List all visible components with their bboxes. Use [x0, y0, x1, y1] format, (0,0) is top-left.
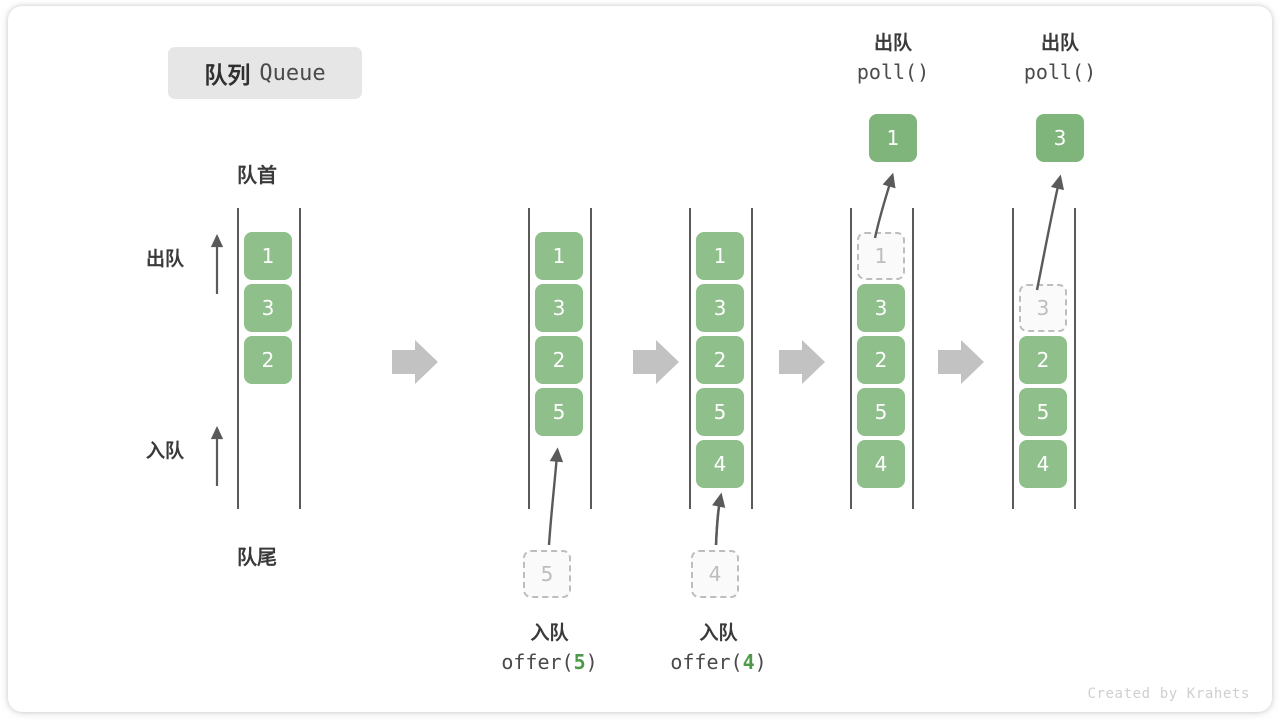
- queue-cell: 1: [244, 232, 292, 280]
- dequeue-side-label: 出队: [146, 248, 185, 270]
- offer4-caption-code: offer(4): [670, 649, 767, 674]
- offer5-caption: 入队 offer(5): [472, 620, 627, 677]
- title-chinese: 队列: [204, 63, 251, 89]
- queue-head-label: 队首: [237, 163, 277, 187]
- queue-cell: 4: [857, 440, 905, 488]
- rail-right-col1: [299, 208, 301, 509]
- outgoing-ghost-cell: 3: [1019, 284, 1067, 332]
- flow-arrow-3: [779, 340, 825, 384]
- rail-left-col1: [237, 208, 239, 509]
- queue-cell: 5: [1019, 388, 1067, 436]
- credit-text: Created by Krahets: [1087, 686, 1250, 702]
- flow-arrow-2: [633, 340, 679, 384]
- offer4-insert-arrow: [712, 492, 726, 546]
- queue-cell: 1: [535, 232, 583, 280]
- queue-cell: 2: [1019, 336, 1067, 384]
- queue-cell: 2: [696, 336, 744, 384]
- incoming-ghost-cell: 5: [523, 550, 571, 598]
- rail-right-col2: [590, 208, 592, 509]
- poll2-caption-code: poll(): [1023, 59, 1097, 84]
- incoming-ghost-cell: 4: [691, 550, 739, 598]
- title-english: Queue: [259, 60, 326, 86]
- diagram-title-badge: 队列 Queue: [168, 47, 362, 99]
- poll2-caption: 出队 poll(): [985, 30, 1135, 87]
- outgoing-ghost-cell: 1: [857, 232, 905, 280]
- queue-cell: 5: [535, 388, 583, 436]
- queue-cell: 3: [696, 284, 744, 332]
- rail-left-col3: [689, 208, 691, 509]
- offer5-caption-code: offer(5): [501, 649, 598, 674]
- flow-arrow-4: [938, 340, 984, 384]
- queue-cell: 1: [696, 232, 744, 280]
- offer4-caption-cn: 入队: [699, 622, 738, 644]
- enqueue-side-label: 入队: [146, 440, 185, 462]
- poll2-caption-cn: 出队: [1040, 32, 1079, 54]
- queue-cell: 3: [535, 284, 583, 332]
- offer5-caption-cn: 入队: [530, 622, 569, 644]
- queue-cell: 2: [535, 336, 583, 384]
- offer4-caption: 入队 offer(4): [641, 620, 796, 677]
- poll1-caption: 出队 poll(): [818, 30, 968, 87]
- queue-cell: 4: [1019, 440, 1067, 488]
- poll1-remove-arrow: [873, 172, 896, 239]
- queue-cell: 5: [696, 388, 744, 436]
- queue-cell: 4: [696, 440, 744, 488]
- rail-right-col4: [912, 208, 914, 509]
- queue-tail-label: 队尾: [237, 545, 277, 569]
- poll1-caption-cn: 出队: [873, 32, 912, 54]
- popped-cell: 3: [1036, 114, 1084, 162]
- rail-right-col5: [1074, 208, 1076, 509]
- rail-left-col5: [1012, 208, 1014, 509]
- queue-cell: 5: [857, 388, 905, 436]
- queue-cell: 2: [857, 336, 905, 384]
- rail-right-col3: [751, 208, 753, 509]
- rail-left-col2: [528, 208, 530, 509]
- offer5-insert-arrow: [547, 447, 564, 546]
- poll1-caption-code: poll(): [856, 59, 930, 84]
- rail-left-col4: [850, 208, 852, 509]
- flow-arrow-1: [392, 340, 438, 384]
- popped-cell: 1: [869, 114, 917, 162]
- poll2-remove-arrow: [1035, 174, 1065, 291]
- queue-cell: 2: [244, 336, 292, 384]
- queue-cell: 3: [857, 284, 905, 332]
- queue-cell: 3: [244, 284, 292, 332]
